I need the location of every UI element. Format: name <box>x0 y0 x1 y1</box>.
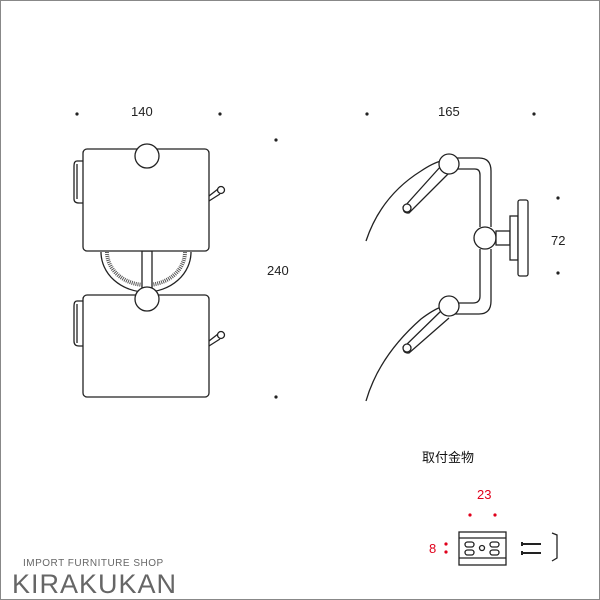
fitting-height-label: 8 <box>429 541 437 556</box>
width-dimension-label: 140 <box>131 104 153 119</box>
side-view <box>365 153 529 402</box>
fitting-title: 取付金物 <box>422 451 475 466</box>
shop-logo: KIRAKUKAN <box>12 569 178 599</box>
depth-dimension-label: 165 <box>438 104 460 119</box>
front-view <box>73 143 226 398</box>
rosette-height-label: 72 <box>551 233 566 248</box>
height-dimension-label: 240 <box>267 263 289 278</box>
fitting-width-label: 23 <box>477 487 492 502</box>
dimension-dots <box>75 112 560 399</box>
mounting-fitting <box>444 513 558 566</box>
shop-tagline: IMPORT FURNITURE SHOP <box>23 558 164 569</box>
